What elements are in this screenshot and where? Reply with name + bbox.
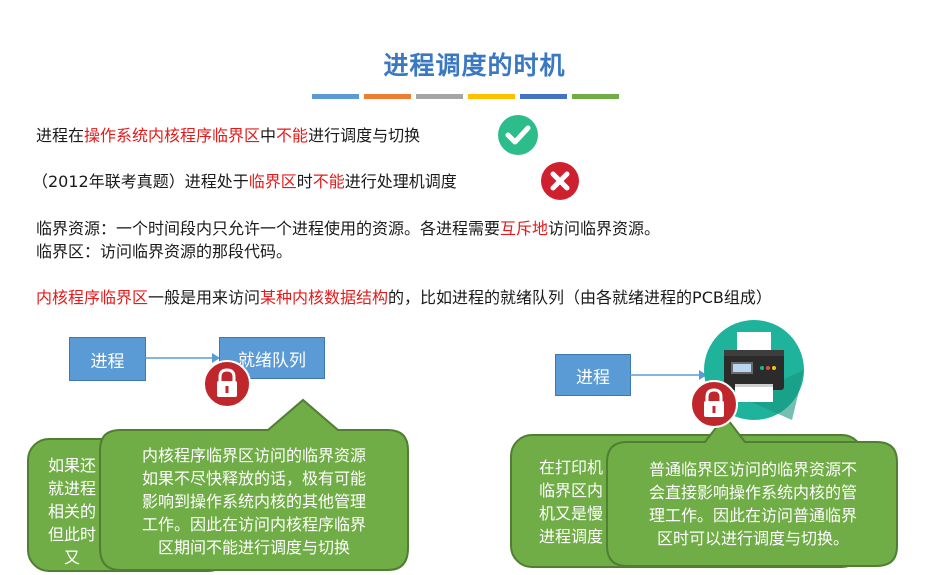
text: 一般是用来访问 [148,288,261,307]
process-box: 进程 [555,354,631,396]
color-bar [416,94,463,99]
check-circle-icon [498,115,538,155]
title-color-bars [312,94,619,99]
lock-icon [690,380,738,428]
bubble-text: 如果还 就进程 相关的 但此时 又 [47,456,96,567]
bubble-text: 普通临界区访问的临界资源不 会直接影响操作系统内核的管 理工作。因此在访问普通临… [648,460,857,548]
color-bar [572,94,619,99]
color-bar [312,94,359,99]
text: （2012年联考真题）进程处于 [32,172,249,191]
text: 中 [260,126,277,145]
text: 的，比如进程的就绪队列（由各就绪进程的PCB组成） [388,288,772,307]
arrow [144,353,220,363]
definition-critical-section: 临界区：访问临界资源的那段代码。 [36,242,293,261]
page-title: 进程调度的时机 [383,51,566,80]
arrow [629,370,707,380]
speech-bubble-front [99,398,409,571]
color-bar [468,94,515,99]
text: 临界资源：一个时间段内只允许一个进程使用的资源。各进程需要 [36,219,501,238]
highlight-text: 某种内核数据结构 [260,288,389,307]
statement-2: （2012年联考真题）进程处于临界区时不能进行处理机调度 [32,172,457,192]
process-box: 进程 [69,337,146,381]
lock-icon [203,360,251,408]
text: 时 [296,172,313,191]
speech-bubble-front [606,414,898,567]
color-bar [364,94,411,99]
highlight-text: 不能 [276,126,309,145]
bubble-text: 内核程序临界区访问的临界资源 如果不尽快释放的话，极有可能 影响到操作系统内核的… [141,446,366,557]
highlight-text: 互斥地 [500,219,549,238]
highlight-text: 临界区 [248,172,297,191]
highlight-text: 操作系统内核程序临界区 [84,126,261,145]
definition-critical-resource: 临界资源：一个时间段内只允许一个进程使用的资源。各进程需要互斥地访问临界资源。 [36,219,660,239]
text: 进行调度与切换 [308,126,421,145]
highlight-text: 内核程序临界区 [36,288,149,307]
bubble-text: 在打印机 临界区内 机又是慢 进程调度 [538,458,603,546]
statement-1: 进程在操作系统内核程序临界区中不能进行调度与切换 [36,126,420,146]
cross-circle-icon [541,162,579,200]
text: 进程在 [36,126,85,145]
text: 进行处理机调度 [344,172,457,191]
text: 访问临界资源。 [548,219,661,238]
color-bar [520,94,567,99]
statement-3: 内核程序临界区一般是用来访问某种内核数据结构的，比如进程的就绪队列（由各就绪进程… [36,288,772,308]
highlight-text: 不能 [312,172,345,191]
